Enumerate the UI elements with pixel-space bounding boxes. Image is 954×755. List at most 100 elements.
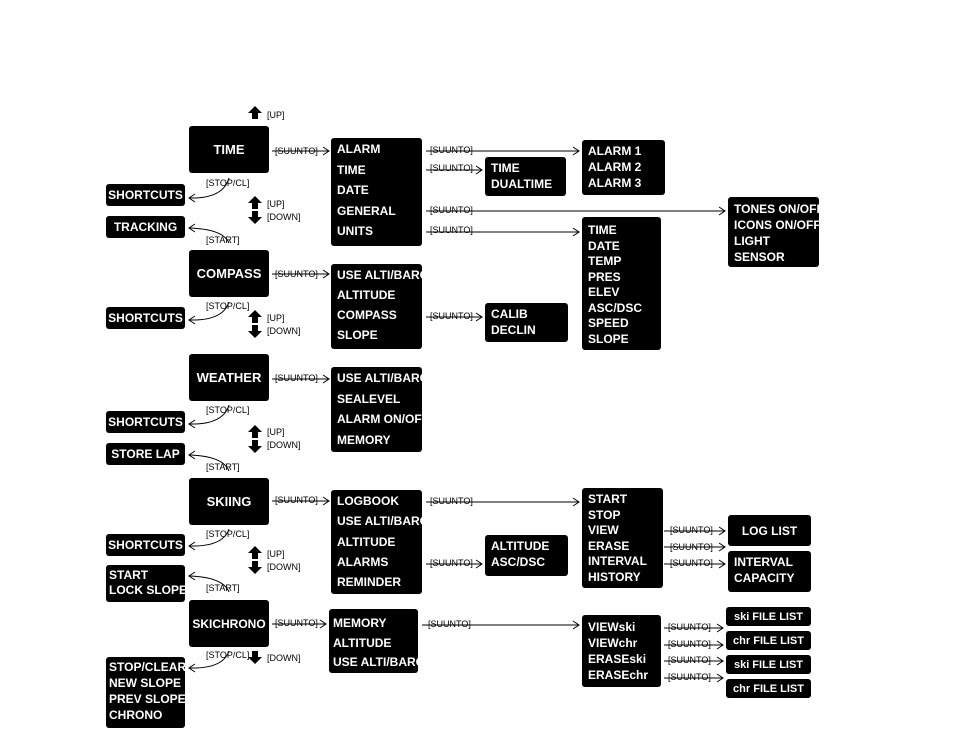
submenu-units-item: ASC/DSC xyxy=(588,300,643,315)
arrow-alarms-sub-head xyxy=(475,559,483,569)
curve-stopcl-time-head xyxy=(188,193,196,203)
stop-clear-list-item: CHRONO xyxy=(109,708,163,722)
submenu-logbook-item: INTERVAL xyxy=(588,554,647,568)
submenu-alarms-item: ALARM 3 xyxy=(588,176,642,190)
label-suunto-skiing: [SUUNTO] xyxy=(275,495,318,505)
submenu-logbook-item: STOP xyxy=(588,507,621,522)
arrow-time-menu-head xyxy=(322,146,330,156)
shortcuts-compass: SHORTCUTS xyxy=(106,307,185,329)
label-down-2: [DOWN] xyxy=(267,326,301,336)
submenu-general-item: ICONS ON/OFF xyxy=(734,218,821,232)
label-down-5: [DOWN] xyxy=(267,653,301,663)
arrow-logbook-head xyxy=(572,497,580,507)
label-suunto-view: [SUUNTO] xyxy=(670,525,713,535)
label-stopcl-time: [STOP/CL] xyxy=(206,178,250,188)
label-suunto-timedual: [SUUNTO] xyxy=(430,163,473,173)
mode-skichrono: SKICHRONO xyxy=(189,600,269,647)
menu-compass-item: ALTITUDE xyxy=(337,288,396,302)
submenu-general-item: TONES ON/OFF xyxy=(734,202,824,216)
label-suunto-compass: [SUUNTO] xyxy=(275,269,318,279)
submenu-chrono-memory-item: VIEWchr xyxy=(588,636,638,650)
label-up-top: [UP] xyxy=(267,110,285,120)
label-suunto-memory: [SUUNTO] xyxy=(428,619,471,629)
mode-skiing: SKIING xyxy=(189,478,269,525)
file-list-3: ski FILE LIST xyxy=(726,655,811,674)
submenu-logbook-item: ERASE xyxy=(588,538,630,553)
arrow-weather-menu-head xyxy=(322,374,330,384)
up-arrow-3 xyxy=(248,425,262,438)
submenu-logbook-item: VIEW xyxy=(588,523,619,537)
label-suunto-interval: [SUUNTO] xyxy=(670,558,713,568)
arrow-compass-calib-head xyxy=(475,312,483,322)
label-down-4: [DOWN] xyxy=(267,562,301,572)
menu-skiing-item: ALTITUDE xyxy=(337,534,396,549)
label-suunto-file2: [SUUNTO] xyxy=(668,639,711,649)
label-suunto-weather: [SUUNTO] xyxy=(275,373,318,383)
menu-weather-item: ALARM ON/OFF xyxy=(337,412,429,426)
submenu-chrono-memory-item: VIEWski xyxy=(588,620,636,634)
arrow-file-4-head xyxy=(716,673,724,683)
curve-stopcl-weather xyxy=(188,404,230,425)
mode-time: TIME xyxy=(189,126,269,173)
label-suunto-skialarms: [SUUNTO] xyxy=(430,558,473,568)
arrow-units-head xyxy=(572,227,580,237)
label-start-skiing: [START] xyxy=(206,583,240,593)
menu-skiing: LOGBOOK USE ALTI/BARO ALTITUDE ALARMS REMIND… xyxy=(331,490,429,594)
curve-stopcl-weather-head xyxy=(188,419,196,429)
arrow-compass-menu-head xyxy=(322,269,330,279)
label-up-2: [UP] xyxy=(267,313,285,323)
up-arrow-top xyxy=(248,106,262,119)
down-arrow-5 xyxy=(248,651,262,664)
menu-skiing-item: REMINDER xyxy=(337,575,402,590)
store-lap: STORE LAP xyxy=(106,443,185,465)
shortcuts-skiing: SHORTCUTS xyxy=(106,534,185,556)
tracking: TRACKING xyxy=(106,216,185,238)
stop-clear-list-item: PREV SLOPE xyxy=(109,692,186,706)
label-stopcl-skichrono: [STOP/CL] xyxy=(206,650,250,660)
arrow-skichrono-menu-head xyxy=(319,619,327,629)
submenu-alarms-item: ALARM 2 xyxy=(588,160,642,174)
label-start-time: [START] xyxy=(206,235,240,245)
submenu-units-item: TIME xyxy=(588,223,617,237)
up-arrow-1 xyxy=(248,196,262,209)
arrow-interval-head xyxy=(718,559,726,569)
label-suunto-calib: [SUUNTO] xyxy=(430,311,473,321)
shortcuts-time: SHORTCUTS xyxy=(106,184,185,206)
arrow-alarm-sub-head xyxy=(572,146,580,156)
submenu-alarms-item: ALARM 1 xyxy=(588,144,642,158)
start-lock-slope-item: START xyxy=(109,568,149,582)
menu-compass-item: SLOPE xyxy=(337,328,378,342)
submenu-time-dual-item: TIME xyxy=(491,161,520,175)
submenu-interval-item: CAPACITY xyxy=(734,571,795,585)
menu-time-item: DATE xyxy=(337,183,369,197)
curve-stopcl-compass-head xyxy=(188,315,196,325)
submenu-calib-item: DECLIN xyxy=(491,323,536,337)
menu-skichrono-item: MEMORY xyxy=(333,616,387,630)
menu-skiing-item: LOGBOOK xyxy=(337,494,399,508)
curve-start-weather xyxy=(188,454,230,472)
menu-skichrono-item: USE ALTI/BARO xyxy=(333,655,425,669)
menu-skiing-item: USE ALTI/BARO xyxy=(337,514,429,529)
stop-clear-list-item: STOP/CLEAR xyxy=(109,660,187,674)
down-arrow-1 xyxy=(248,211,262,224)
label-down-1: [DOWN] xyxy=(267,212,301,222)
label-up-3: [UP] xyxy=(267,427,285,437)
menu-skiing-item: ALARMS xyxy=(337,554,389,569)
menu-compass-item: COMPASS xyxy=(337,308,397,322)
file-list-1: ski FILE LIST xyxy=(726,607,811,626)
submenu-units-item: DATE xyxy=(588,238,620,253)
file-list-4: chr FILE LIST xyxy=(726,679,811,698)
submenu-calib-item: CALIB xyxy=(491,307,528,321)
label-stopcl-skiing: [STOP/CL] xyxy=(206,529,250,539)
menu-weather-item: SEALEVEL xyxy=(337,391,401,406)
arrow-general-head xyxy=(718,206,726,216)
label-suunto-file4: [SUUNTO] xyxy=(668,672,711,682)
menu-time-item: ALARM xyxy=(337,142,381,156)
arrow-file-3-head xyxy=(716,656,724,666)
